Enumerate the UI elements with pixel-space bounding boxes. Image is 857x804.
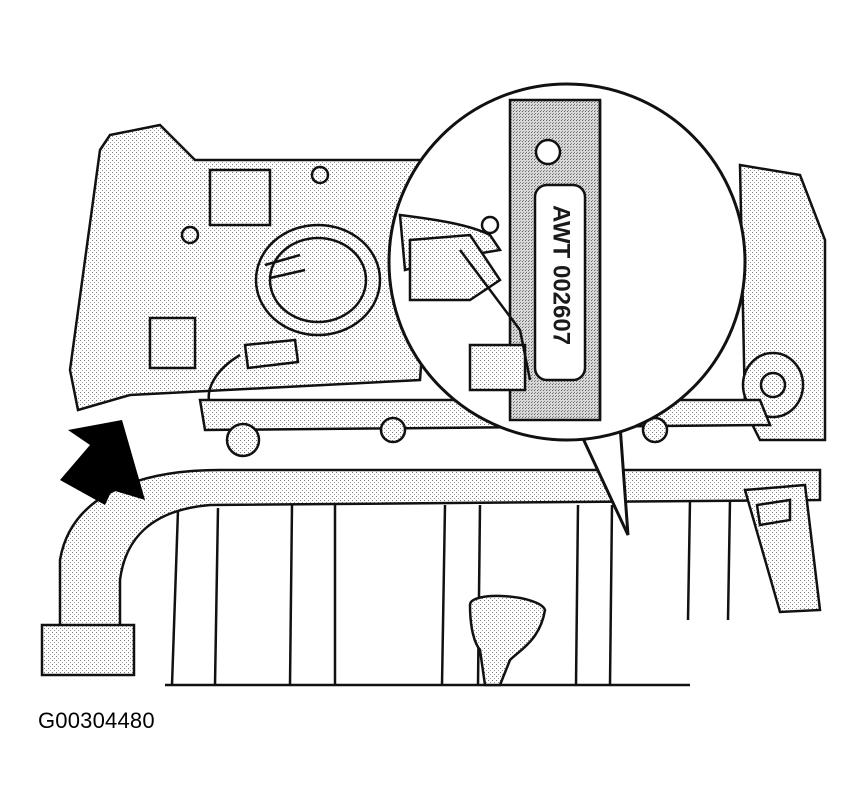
bracket	[148, 316, 197, 370]
hose-clamp	[40, 623, 136, 677]
sensor-connector	[243, 338, 300, 370]
bolt	[310, 165, 330, 185]
figure-id-label: G00304480	[38, 708, 155, 733]
intake-manifold	[40, 468, 822, 687]
engine-code-stamp: AWT 002607	[548, 205, 575, 345]
bracket	[208, 168, 272, 227]
oil-filler-cap	[254, 223, 382, 337]
engine-illustration: AWT 002607	[40, 82, 827, 687]
black-arrow-icon	[60, 420, 145, 505]
engine-code-plate	[533, 183, 587, 382]
callout-bubble-icon: AWT 002607	[387, 82, 747, 536]
bolt	[180, 225, 200, 245]
